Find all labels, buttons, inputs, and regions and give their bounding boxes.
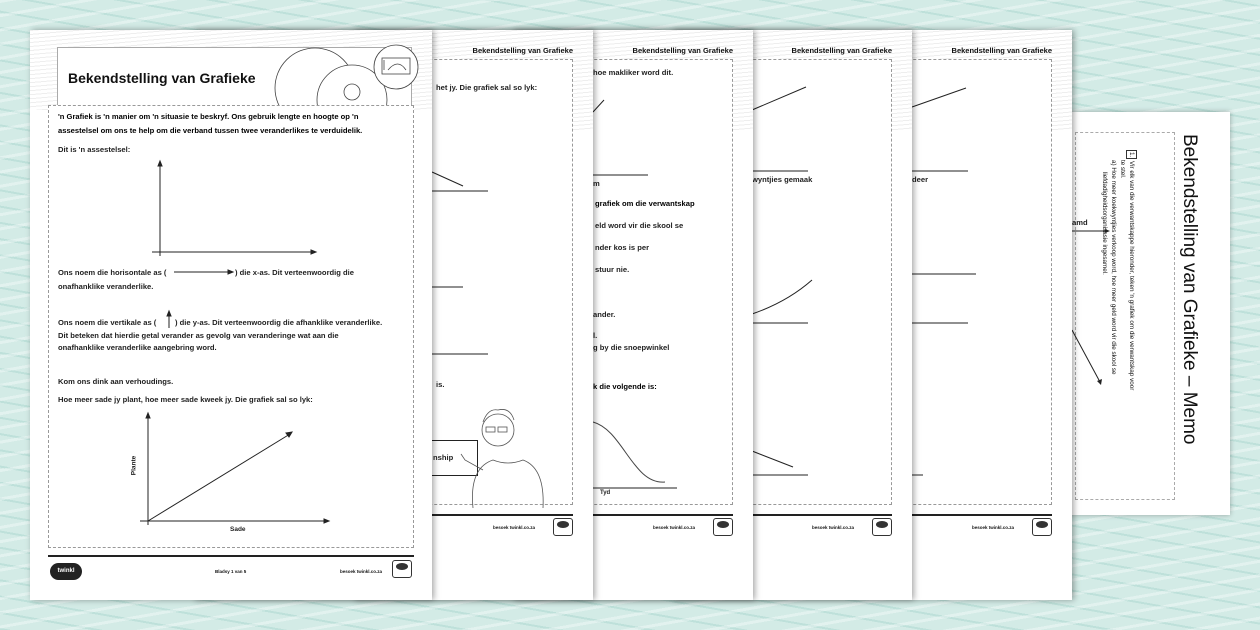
horizontal-text: ) die x-as. Dit verteenwoordig die xyxy=(235,268,354,277)
vertical-text: Dit beteken dat hierdie getal verander a… xyxy=(58,331,339,340)
vertical-text: onafhanklike veranderlike aangebring wor… xyxy=(58,343,217,352)
text-fragment: nder kos is per xyxy=(595,243,650,252)
site-link: besoek twinkl.co.za xyxy=(653,525,696,530)
badge-icon xyxy=(872,518,892,536)
badge-icon xyxy=(1032,518,1052,536)
memo-answer-box xyxy=(1075,132,1175,500)
site-link: besoek twinkl.co.za xyxy=(812,525,855,530)
question-number: 1. xyxy=(1126,150,1137,160)
text-fragment: nship xyxy=(433,453,454,462)
y-axis-label: Plante xyxy=(130,455,138,476)
x-axis-label: Tyd xyxy=(600,490,611,496)
text-fragment: hoe makliker word dit. xyxy=(593,68,674,77)
text-fragment: stuur nie. xyxy=(595,265,630,274)
memo-fragment: amd xyxy=(1072,218,1088,227)
text-fragment: grafiek om die verwantskap xyxy=(595,199,695,208)
text-fragment: k die volgende is: xyxy=(593,382,657,391)
page-header: Bekendstelling van Grafieke xyxy=(791,46,892,55)
horizontal-text: Ons noem die horisontale as ( xyxy=(58,268,167,277)
intro-text: 'n Grafiek is 'n manier om 'n situasie t… xyxy=(58,112,359,121)
badge-icon xyxy=(713,518,733,536)
x-axis-label: Sade xyxy=(230,526,246,533)
memo-question: 1. Vir elk van die verwantskappe hierond… xyxy=(1101,150,1137,391)
example-text: Hoe meer sade jy plant, hoe meer sade kw… xyxy=(58,395,313,404)
site-link: besoek twinkl.co.za xyxy=(972,525,1015,530)
twinkl-logo: twinkl xyxy=(50,563,82,580)
text-fragment: g by die snoepwinkel xyxy=(593,343,670,352)
page-header: Bekendstelling van Grafieke xyxy=(632,46,733,55)
memo-page: Bekendstelling van Grafieke – Memo 1. Vi… xyxy=(1060,112,1230,515)
text-fragment: het jy. Die grafiek sal so lyk: xyxy=(436,83,538,92)
text-fragment: deer xyxy=(912,175,929,184)
horizontal-text: onafhanklike veranderlike. xyxy=(58,282,154,291)
text-fragment: l. xyxy=(593,331,598,340)
intro-text: assestelsel om ons te help om die verban… xyxy=(58,126,363,135)
vertical-text: ) die y-as. Dit verteenwoordig die afhan… xyxy=(175,318,383,327)
vertical-text: Ons noem die vertikale as ( xyxy=(58,318,157,327)
text-fragment: wyntjies gemaak xyxy=(752,175,813,184)
site-link: besoek twinkl.co.za xyxy=(340,569,383,574)
page-header: Bekendstelling van Grafieke xyxy=(472,46,573,55)
text-fragment: eld word vir die skool se xyxy=(595,221,684,230)
badge-icon xyxy=(553,518,573,536)
memo-title: Bekendstelling van Grafieke – Memo xyxy=(1179,134,1200,445)
page-number: Bladsy 1 van 5 xyxy=(215,569,247,574)
page-title: Bekendstelling van Grafieke xyxy=(68,70,256,86)
site-link: besoek twinkl.co.za xyxy=(493,525,536,530)
badge-icon xyxy=(392,560,412,578)
worksheet-page-1: Bekendstelling van Grafieke 'n Grafiek i… xyxy=(30,30,432,600)
text-fragment: ander. xyxy=(593,310,616,319)
text-fragment: m xyxy=(593,179,600,188)
text-fragment: is. xyxy=(436,380,445,389)
page-header: Bekendstelling van Grafieke xyxy=(951,46,1052,55)
axes-label: Dit is 'n assestelsel: xyxy=(58,145,131,154)
ratio-text: Kom ons dink aan verhoudings. xyxy=(58,377,174,386)
